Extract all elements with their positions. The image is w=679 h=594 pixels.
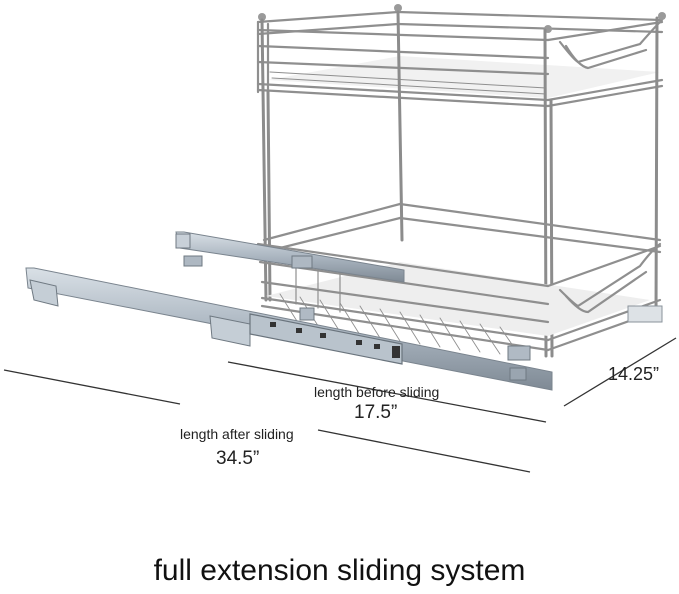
caption: full extension sliding system (153, 554, 526, 587)
before-sliding-label: length before sliding (314, 384, 440, 400)
before-sliding-dimension-line (227, 361, 547, 423)
slide-rails (25, 231, 663, 391)
top-basket (256, 4, 666, 108)
bottom-basket (256, 202, 662, 357)
depth-value: 14.25” (608, 364, 660, 384)
before-sliding-value: 17.5” (354, 402, 398, 423)
after-sliding-value: 34.5” (216, 448, 260, 469)
after-sliding-label: length after sliding (180, 426, 294, 442)
after-sliding-dimension-line-right (317, 429, 531, 473)
depth-dimension-line (563, 337, 677, 407)
after-sliding-dimension-line-left (3, 369, 181, 405)
dimension-lines (3, 337, 677, 473)
